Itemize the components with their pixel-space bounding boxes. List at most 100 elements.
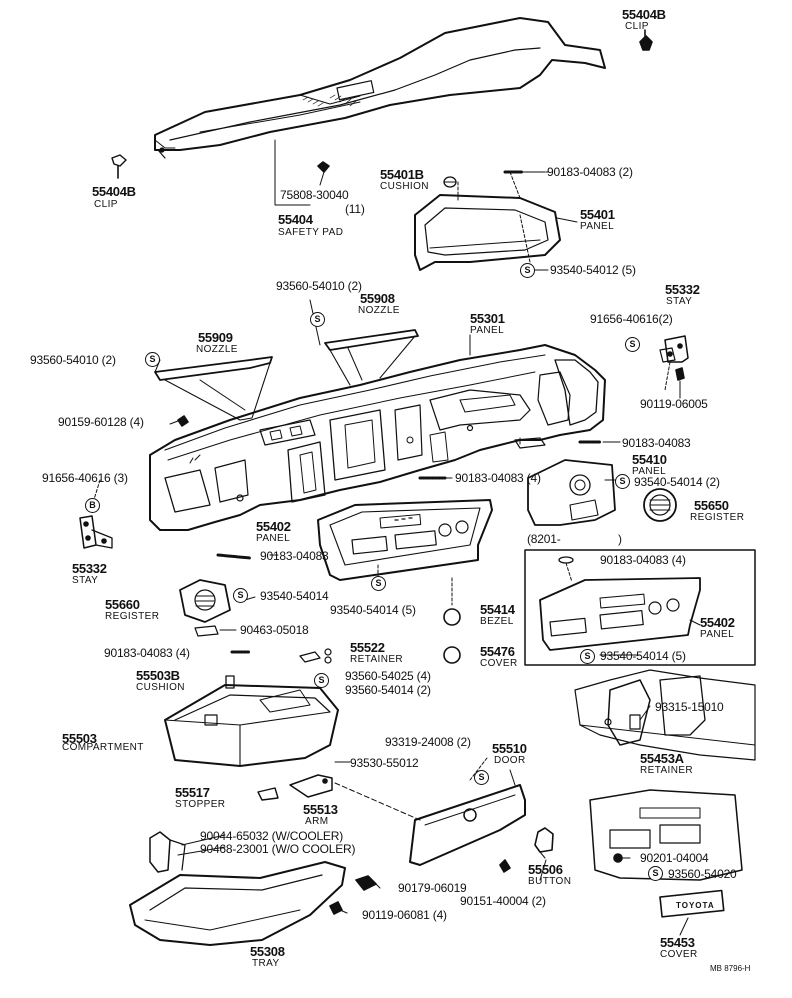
part-number-55402: 55402 — [256, 519, 291, 534]
part-name-panel-55402: PANEL — [256, 533, 291, 544]
part-number-55453: 55453 — [660, 935, 695, 950]
part-name-stopper: STOPPER — [175, 799, 226, 810]
part-number-55476: 55476 — [480, 644, 515, 659]
part-name-nozzle-55908: NOZZLE — [358, 305, 400, 316]
part-number-55414: 55414 — [480, 602, 515, 617]
part-number-90044-65032: 90044-65032 (W/COOLER) — [200, 829, 343, 843]
part-number-55650: 55650 — [694, 498, 729, 513]
part-name-nozzle-55909: NOZZLE — [196, 344, 238, 355]
cover-55476-drawing — [443, 646, 461, 664]
nozzle-55909-drawing — [154, 356, 273, 421]
s-mark: S — [615, 474, 630, 489]
cover-plate-drawing — [659, 889, 725, 918]
part-number-93540-54014-a: 93540-54014 — [260, 589, 329, 603]
clip-top-drawing — [639, 29, 653, 51]
part-name-register-55660: REGISTER — [105, 611, 160, 622]
part-number-90183-04083-right: 90183-04083 — [622, 436, 691, 450]
part-name-arm: ARM — [305, 816, 329, 827]
s-mark: S — [233, 588, 248, 603]
part-number-90183-04083-4-box: 90183-04083 (4) — [600, 553, 686, 567]
part-number-93560-54014: 93560-54014 (2) — [345, 683, 431, 697]
s-mark: S — [580, 649, 595, 664]
s-mark: S — [520, 263, 535, 278]
retainer-assembly-drawing — [574, 669, 756, 761]
part-name-door: DOOR — [494, 755, 526, 766]
part-number-55909: 55909 — [198, 330, 233, 345]
part-number-55401: 55401 — [580, 207, 615, 222]
part-name-cushion-low: CUSHION — [136, 682, 185, 693]
variant-close-bracket: ) — [618, 532, 622, 546]
part-number-75808-30040: 75808-30040 — [280, 188, 349, 202]
instrument-panel-drawing — [149, 344, 606, 531]
nozzle-55908-drawing — [324, 329, 419, 386]
part-number-55402-box: 55402 — [700, 615, 735, 630]
part-number-55332-top: 55332 — [665, 282, 700, 297]
tray-drawing — [129, 831, 346, 946]
part-name-clip-left: CLIP — [94, 199, 118, 210]
variant-start-code: (8201- — [527, 532, 561, 546]
b-mark: B — [85, 498, 100, 513]
part-number-55404b-top: 55404B — [622, 7, 666, 22]
part-number-55503: 55503 — [62, 731, 97, 746]
part-name-retainer-55522: RETAINER — [350, 654, 404, 665]
s-mark: S — [625, 337, 640, 352]
part-name-cover-55476: COVER — [480, 658, 518, 669]
part-name-cover-55453: COVER — [660, 949, 698, 960]
part-number-55908: 55908 — [360, 291, 395, 306]
bezel-drawing — [443, 608, 461, 626]
part-number-55301: 55301 — [470, 311, 505, 326]
part-number-55506: 55506 — [528, 862, 563, 877]
center-panel-variant-drawing — [539, 556, 701, 651]
clip-left-drawing — [111, 154, 127, 179]
part-number-93540-54014-2: 93540-54014 (2) — [634, 475, 720, 489]
part-number-90183-04083-2: 90183-04083 (2) — [547, 165, 633, 179]
part-number-93560-54025: 93560-54025 (4) — [345, 669, 431, 683]
part-number-90468-23001: 90468-23001 (W/O COOLER) — [200, 842, 356, 856]
part-number-90201-04004: 90201-04004 — [640, 851, 709, 865]
register-55650-drawing — [643, 488, 677, 522]
part-number-90183-04083-4-mid: 90183-04083 (4) — [455, 471, 541, 485]
part-name-panel-55402-box: PANEL — [700, 629, 735, 640]
part-name-panel-55401: PANEL — [580, 221, 615, 232]
safety-pad-drawing — [154, 17, 606, 159]
register-55660-drawing — [179, 579, 231, 637]
part-number-55404: 55404 — [278, 212, 313, 227]
variant-box — [524, 549, 756, 666]
part-number-90179-06019: 90179-06019 — [398, 881, 467, 895]
toyota-emblem-text: TOYOTA — [676, 901, 715, 910]
part-number-93319-24008: 93319-24008 (2) — [385, 735, 471, 749]
stay-top-drawing — [659, 335, 689, 399]
part-name-stay-top: STAY — [666, 296, 693, 307]
s-mark: S — [310, 312, 325, 327]
part-number-90183-04083-left: 90183-04083 — [260, 549, 329, 563]
s-mark: S — [314, 673, 329, 688]
part-number-90151-40004: 90151-40004 (2) — [460, 894, 546, 908]
part-number-55332-left: 55332 — [72, 561, 107, 576]
stay-left-drawing — [79, 515, 113, 549]
part-number-93315-15010: 93315-15010 — [655, 700, 724, 714]
part-number-91656-40616-3: 91656-40616 (3) — [42, 471, 128, 485]
part-number-55308: 55308 — [250, 944, 285, 959]
compartment-drawing — [164, 684, 339, 767]
part-name-stay-left: STAY — [72, 575, 99, 586]
part-number-55513: 55513 — [303, 802, 338, 817]
part-number-93540-54012: 93540-54012 (5) — [550, 263, 636, 277]
meter-hood-drawing — [414, 170, 561, 271]
door-drawing — [409, 784, 526, 866]
part-number-90119-06081: 90119-06081 (4) — [362, 908, 447, 922]
part-number-55503b: 55503B — [136, 668, 180, 683]
panel-55410-drawing — [527, 459, 616, 526]
part-name-compartment: COMPARTMENT — [62, 742, 144, 753]
s-mark: S — [474, 770, 489, 785]
part-number-93530-55012: 93530-55012 — [350, 756, 419, 770]
arm-drawing — [257, 774, 333, 801]
part-number-55522: 55522 — [350, 640, 385, 655]
part-name-safety-pad: SAFETY PAD — [278, 227, 344, 238]
part-name-clip-top: CLIP — [625, 21, 649, 32]
cluster-cover-drawing — [589, 789, 743, 881]
part-number-55660: 55660 — [105, 597, 140, 612]
part-number-55517: 55517 — [175, 785, 210, 800]
part-number-55401b: 55401B — [380, 167, 424, 182]
